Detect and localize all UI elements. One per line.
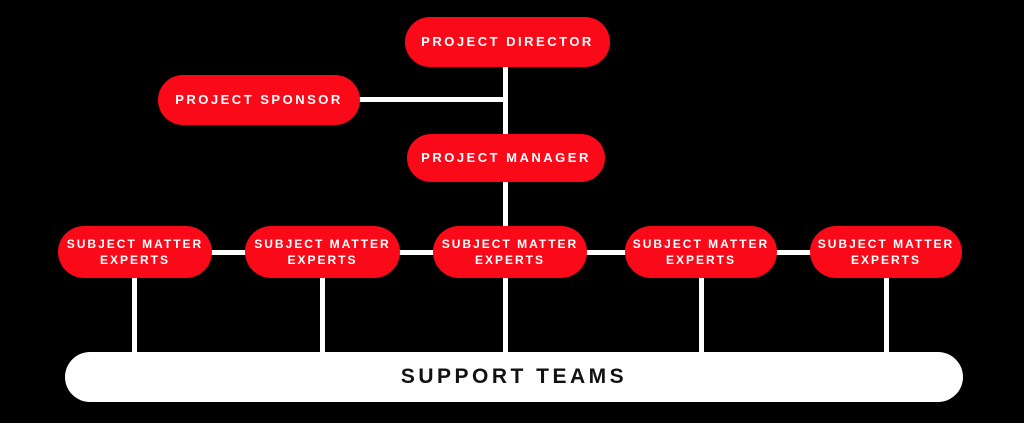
node-subject-matter-experts-2-label: SUBJECT MATTER EXPERTS <box>254 237 391 267</box>
node-subject-matter-experts-3-label: SUBJECT MATTER EXPERTS <box>441 237 579 267</box>
connector-expert-4-drop <box>699 252 704 362</box>
connector-expert-5-drop <box>884 252 889 362</box>
node-support-teams-label: SUPPORT TEAMS <box>400 365 628 388</box>
node-subject-matter-experts-5-label: SUBJECT MATTER EXPERTS <box>817 237 955 267</box>
connector-expert-2-drop <box>320 252 325 362</box>
node-subject-matter-experts-1-label: SUBJECT MATTER EXPERTS <box>66 237 204 267</box>
node-subject-matter-experts-1: SUBJECT MATTER EXPERTS <box>58 226 212 278</box>
node-support-teams: SUPPORT TEAMS <box>65 352 963 402</box>
node-subject-matter-experts-4: SUBJECT MATTER EXPERTS <box>625 226 777 278</box>
node-subject-matter-experts-4-label: SUBJECT MATTER EXPERTS <box>632 237 770 267</box>
node-project-manager: PROJECT MANAGER <box>407 134 605 182</box>
node-project-director: PROJECT DIRECTOR <box>405 17 610 67</box>
connector-expert-1-drop <box>132 252 137 362</box>
node-subject-matter-experts-5: SUBJECT MATTER EXPERTS <box>810 226 962 278</box>
node-project-director-label: PROJECT DIRECTOR <box>421 34 594 49</box>
node-subject-matter-experts-2: SUBJECT MATTER EXPERTS <box>245 226 400 278</box>
connector-center-vertical <box>503 40 508 360</box>
connector-sponsor-horizontal <box>350 97 508 102</box>
node-project-manager-label: PROJECT MANAGER <box>421 150 591 165</box>
node-project-sponsor: PROJECT SPONSOR <box>158 75 360 125</box>
node-subject-matter-experts-3: SUBJECT MATTER EXPERTS <box>433 226 587 278</box>
node-project-sponsor-label: PROJECT SPONSOR <box>175 92 343 107</box>
